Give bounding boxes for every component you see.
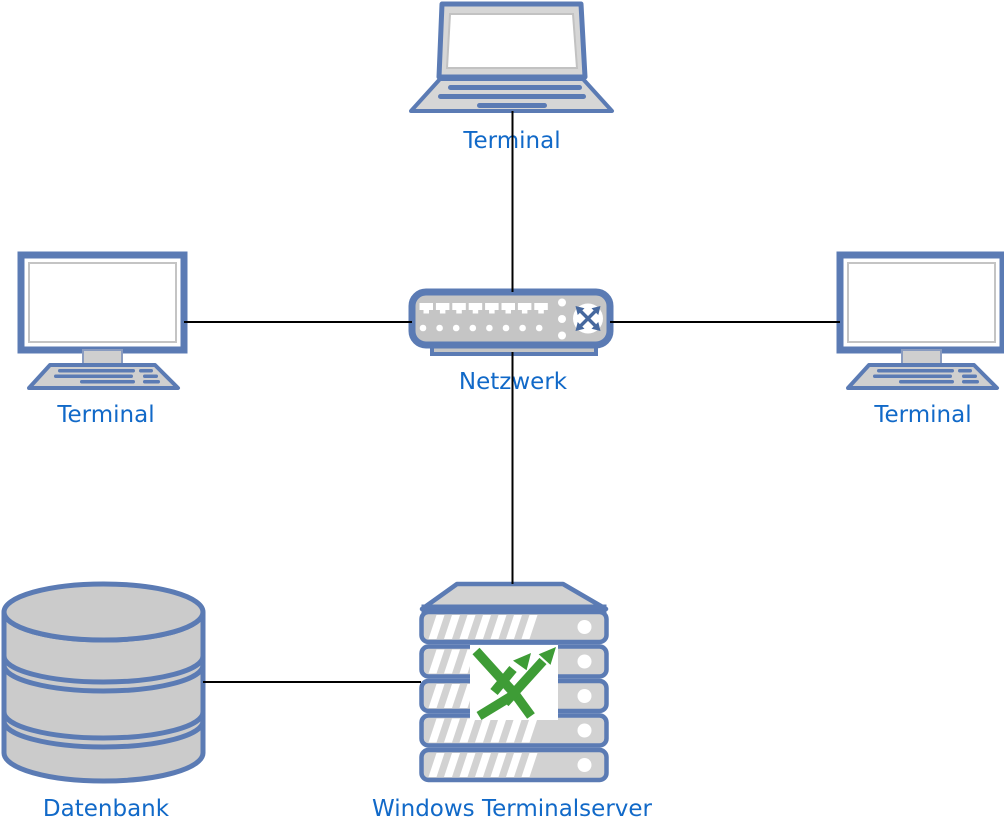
monitor-terminal-right-node[interactable] — [840, 255, 1003, 388]
monitor-terminal-left-node[interactable] — [21, 255, 184, 388]
terminal-right-label: Terminal — [873, 402, 971, 428]
monitor-icon — [840, 255, 1003, 388]
datenbank-label: Datenbank — [43, 796, 170, 822]
network-switch-node[interactable] — [408, 288, 614, 356]
monitor-icon — [21, 255, 184, 388]
database-cylinder-icon — [1, 581, 206, 784]
junction-arrows-icon — [470, 645, 558, 721]
terminal-server-node[interactable] — [422, 581, 607, 780]
terminal-left-label: Terminal — [56, 402, 154, 428]
switch-ports-icon — [419, 303, 548, 314]
switch-led-dots — [419, 298, 566, 340]
laptop-icon — [409, 1, 614, 113]
switch-crossed-arrows-icon — [573, 303, 603, 334]
database-node[interactable] — [1, 581, 206, 784]
server-rack-icon — [422, 581, 607, 780]
terminalserver-label: Windows Terminalserver — [372, 796, 653, 822]
switch-icon — [408, 288, 614, 356]
laptop-terminal-node[interactable] — [409, 1, 614, 113]
